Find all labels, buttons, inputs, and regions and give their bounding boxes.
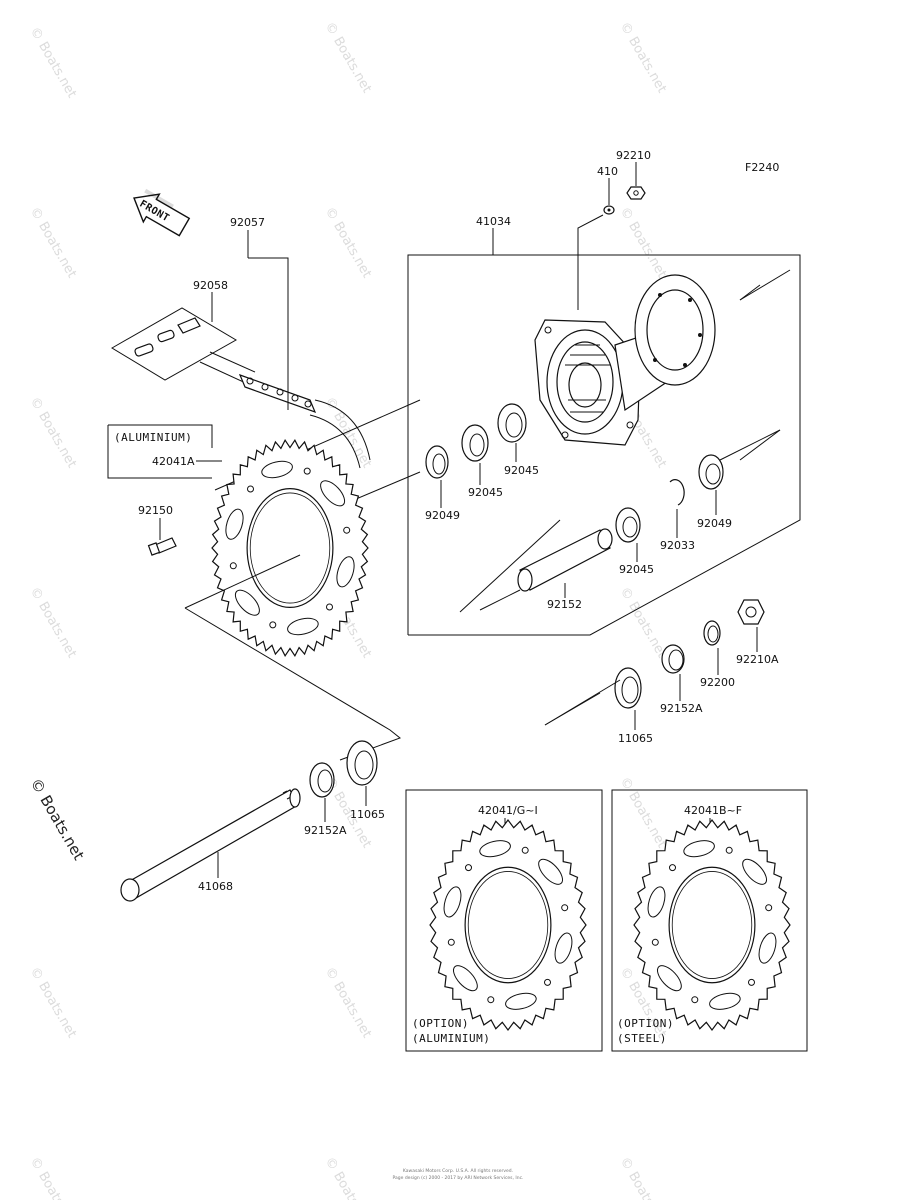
- label-92200: 92200: [700, 676, 735, 689]
- aluminium-tag: (ALUMINIUM) 42041A: [107, 424, 222, 479]
- label-92210A: 92210A: [736, 653, 779, 666]
- label-92045-right: 92045: [619, 563, 654, 576]
- bearing-92049-left: [425, 445, 449, 479]
- label-42041A: 42041A: [152, 455, 195, 468]
- seal-11065-right: [614, 667, 642, 709]
- label-41034: 41034: [476, 215, 511, 228]
- chain-link-kit: [111, 307, 237, 381]
- bearing-92049-right: [698, 454, 724, 490]
- bearing-92045-right: [615, 507, 641, 543]
- watermark: © Boats.net: [322, 20, 375, 96]
- watermark: © Boats.net: [27, 965, 80, 1041]
- label-92150: 92150: [138, 504, 173, 517]
- label-92049-right: 92049: [697, 517, 732, 530]
- side-watermark: © Boats.net: [27, 775, 88, 863]
- label-92210: 92210: [616, 149, 651, 162]
- label-92058: 92058: [193, 279, 228, 292]
- washer-410: [603, 205, 615, 215]
- washer-92200: [703, 620, 721, 646]
- watermark: © Boats.net: [27, 395, 80, 471]
- watermark: © Boats.net: [27, 585, 80, 661]
- option-aluminium-line1: (OPTION): [412, 1017, 469, 1030]
- label-92049-left: 92049: [425, 509, 460, 522]
- watermark: © Boats.net: [617, 1155, 670, 1200]
- collar-92152: [517, 528, 613, 592]
- collar-92152A-right: [661, 644, 685, 674]
- watermark: © Boats.net: [322, 965, 375, 1041]
- circlip-92033: [669, 479, 685, 506]
- option-steel-box: 42041B~F (OPTION) (STEEL): [611, 789, 808, 1052]
- label-92152A-right: 92152A: [660, 702, 703, 715]
- rear-hub: [534, 274, 716, 446]
- option-steel-part: 42041B~F: [684, 804, 742, 817]
- label-92033: 92033: [660, 539, 695, 552]
- bearing-92045-mid: [497, 403, 527, 443]
- watermark: © Boats.net: [27, 1155, 80, 1200]
- front-arrow-icon: FRONT: [133, 188, 191, 237]
- nut-92210: [626, 186, 646, 200]
- rear-sprocket-42041A: [211, 439, 369, 657]
- aluminium-tag-text: (ALUMINIUM): [114, 431, 192, 444]
- axle-41068: [120, 788, 301, 902]
- label-92045-mid: 92045: [504, 464, 539, 477]
- option-steel-line1: (OPTION): [617, 1017, 674, 1030]
- label-92152: 92152: [547, 598, 582, 611]
- watermark: © Boats.net: [617, 205, 670, 281]
- bolt-92150: [147, 537, 177, 556]
- option-aluminium-box: 42041/G~I (OPTION) (ALUMINIUM): [405, 789, 603, 1052]
- collar-92152A-left: [309, 762, 335, 798]
- option-sprocket-aluminium: [429, 818, 587, 1032]
- label-92152A-left: 92152A: [304, 824, 347, 837]
- watermark: © Boats.net: [617, 20, 670, 96]
- seal-11065-left: [346, 740, 378, 786]
- option-steel-line2: (STEEL): [617, 1032, 667, 1045]
- drive-chain: [238, 373, 317, 414]
- watermark: © Boats.net: [322, 1155, 375, 1200]
- bearing-92045-left: [461, 424, 489, 462]
- label-11065-right: 11065: [618, 732, 653, 745]
- option-aluminium-line2: (ALUMINIUM): [412, 1032, 490, 1045]
- option-sprocket-steel: [633, 818, 791, 1032]
- copyright-line1: Kawasaki Motors Corp. U.S.A. All rights …: [403, 1168, 513, 1174]
- label-92045-left: 92045: [468, 486, 503, 499]
- label-410: 410: [597, 165, 618, 178]
- nut-92210A: [737, 599, 765, 625]
- watermark: © Boats.net: [617, 775, 670, 851]
- hub-assembly-box: 41034: [407, 215, 801, 636]
- label-11065-left: 11065: [350, 808, 385, 821]
- watermark: © Boats.net: [322, 205, 375, 281]
- copyright-line2: Page design (c) 2000 - 2017 by ARI Netwo…: [393, 1175, 524, 1181]
- watermark: © Boats.net: [27, 25, 80, 101]
- label-92057: 92057: [230, 216, 265, 229]
- watermark: © Boats.net: [27, 205, 80, 281]
- option-aluminium-part: 42041/G~I: [478, 804, 538, 817]
- label-41068: 41068: [198, 880, 233, 893]
- diagram-code: F2240: [745, 161, 779, 174]
